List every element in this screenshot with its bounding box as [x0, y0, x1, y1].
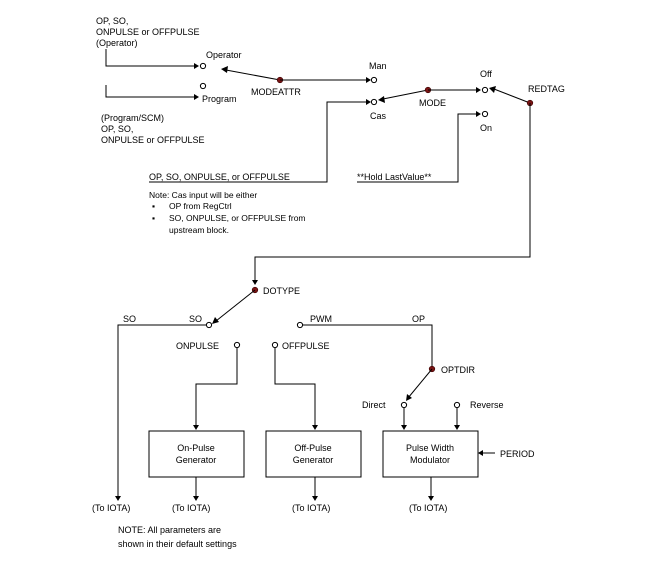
mode-switch-arm	[382, 89, 429, 100]
off-arrow	[476, 87, 481, 93]
direct-arrow	[401, 425, 407, 430]
hold-value-line	[357, 113, 476, 183]
cas-input-line	[149, 101, 366, 183]
direct-terminal	[400, 401, 408, 409]
man-arrow	[366, 77, 371, 83]
program-terminal	[199, 82, 207, 90]
pwm-block-line-1: Pulse Width	[406, 443, 454, 453]
optdir-switch-arm	[407, 368, 433, 399]
redtag-switch-arm	[493, 88, 531, 104]
so-terminal	[205, 321, 213, 329]
onpulse-terminal	[233, 341, 241, 349]
program-label: Program	[202, 94, 237, 104]
iota-offpulse-label: (To IOTA)	[292, 503, 330, 513]
optdir-arm-arrow	[406, 394, 412, 401]
off-label: Off	[480, 69, 492, 79]
mode-arm-arrow	[378, 96, 385, 103]
reverse-arrow	[454, 425, 460, 430]
man-terminal	[370, 76, 378, 84]
operator-input-line	[105, 49, 194, 67]
iota-onpulse-label: (To IOTA)	[172, 503, 210, 513]
offpulse-block-line-2: Generator	[293, 455, 334, 465]
mode-label: MODE	[419, 98, 446, 108]
modeattr-label: MODEATTR	[251, 87, 301, 97]
so-output-line	[117, 324, 206, 500]
so-iota-arrow	[115, 496, 121, 501]
pwm-terminal	[296, 321, 304, 329]
onpulse-block-line-2: Generator	[176, 455, 217, 465]
program-source-line-3: ONPULSE or OFFPULSE	[101, 135, 205, 145]
cas-input-header: OP, SO, ONPULSE, or OFFPULSE	[149, 172, 290, 182]
program-source-line-2: OP, SO,	[101, 124, 133, 134]
man-label: Man	[369, 61, 387, 71]
pwm-out-arrow	[428, 496, 434, 501]
operator-source-line-1: OP, SO,	[96, 16, 128, 26]
program-input-arrow	[194, 94, 199, 100]
direct-label: Direct	[362, 400, 386, 410]
cas-note-title: Note: Cas input will be either	[149, 190, 257, 200]
offpulse-label: OFFPULSE	[282, 341, 330, 351]
footnote-line-2: shown in their default settings	[118, 539, 237, 549]
offpulse-block-line-1: Off-Pulse	[294, 443, 331, 453]
program-source-line-1: (Program/SCM)	[101, 113, 164, 123]
cas-input-arrow	[366, 99, 371, 105]
cas-note-bullet-1-marker: ▪	[152, 201, 155, 211]
reverse-label: Reverse	[470, 400, 504, 410]
dotype-input-arrow	[252, 280, 258, 285]
dotype-switch-arm	[215, 289, 256, 322]
reverse-terminal	[453, 401, 461, 409]
offpulse-terminal	[271, 341, 279, 349]
onpulse-arrow	[193, 425, 199, 430]
redtag-to-dotype-line	[254, 103, 531, 280]
onpulse-out-arrow	[193, 496, 199, 501]
footnote-line-1: NOTE: All parameters are	[118, 525, 221, 535]
onpulse-generator-block	[148, 430, 245, 478]
pulse-width-modulator-block	[382, 430, 479, 478]
cas-note-bullet-1: OP from RegCtrl	[169, 201, 232, 211]
cas-label: Cas	[370, 111, 387, 121]
operator-terminal	[199, 62, 207, 70]
redtag-arm-arrow	[489, 86, 496, 93]
offpulse-arrow	[312, 425, 318, 430]
iota-so-label: (To IOTA)	[92, 503, 130, 513]
pwm-label: PWM	[310, 314, 332, 324]
cas-note-bullet-2-line-2: upstream block.	[169, 225, 229, 235]
operator-label: Operator	[206, 50, 242, 60]
dotype-arm-arrow	[212, 317, 219, 324]
op-label: OP	[412, 314, 425, 324]
period-arrow	[478, 450, 483, 456]
pwm-block-line-2: Modulator	[410, 455, 450, 465]
offpulse-out-arrow	[312, 496, 318, 501]
dotype-label: DOTYPE	[263, 286, 300, 296]
operator-source-line-2: ONPULSE or OFFPULSE	[96, 27, 200, 37]
on-terminal	[481, 110, 489, 118]
operator-source-line-3: (Operator)	[96, 38, 138, 48]
cas-terminal	[370, 98, 378, 106]
onpulse-label: ONPULSE	[176, 341, 219, 351]
on-arrow	[476, 111, 481, 117]
hold-last-value-label: **Hold LastValue**	[357, 172, 432, 182]
offpulse-line	[274, 348, 316, 426]
off-terminal	[481, 86, 489, 94]
modeattr-switch-arm	[225, 69, 281, 81]
iota-pwm-label: (To IOTA)	[409, 503, 447, 513]
optdir-label: OPTDIR	[441, 365, 476, 375]
onpulse-line	[195, 348, 238, 426]
offpulse-generator-block	[265, 430, 362, 478]
period-label: PERIOD	[500, 449, 535, 459]
operator-input-arrow	[194, 63, 199, 69]
program-input-line	[105, 85, 194, 98]
on-label: On	[480, 123, 492, 133]
onpulse-block-line-1: On-Pulse	[177, 443, 215, 453]
cas-note-bullet-2-marker: ▪	[152, 213, 155, 223]
cas-note-bullet-2-line-1: SO, ONPULSE, or OFFPULSE from	[169, 213, 306, 223]
so-left-label: SO	[123, 314, 136, 324]
redtag-label: REDTAG	[528, 84, 565, 94]
so-right-label: SO	[189, 314, 202, 324]
modeattr-arm-arrow	[221, 66, 228, 73]
pwm-op-line	[303, 324, 433, 369]
